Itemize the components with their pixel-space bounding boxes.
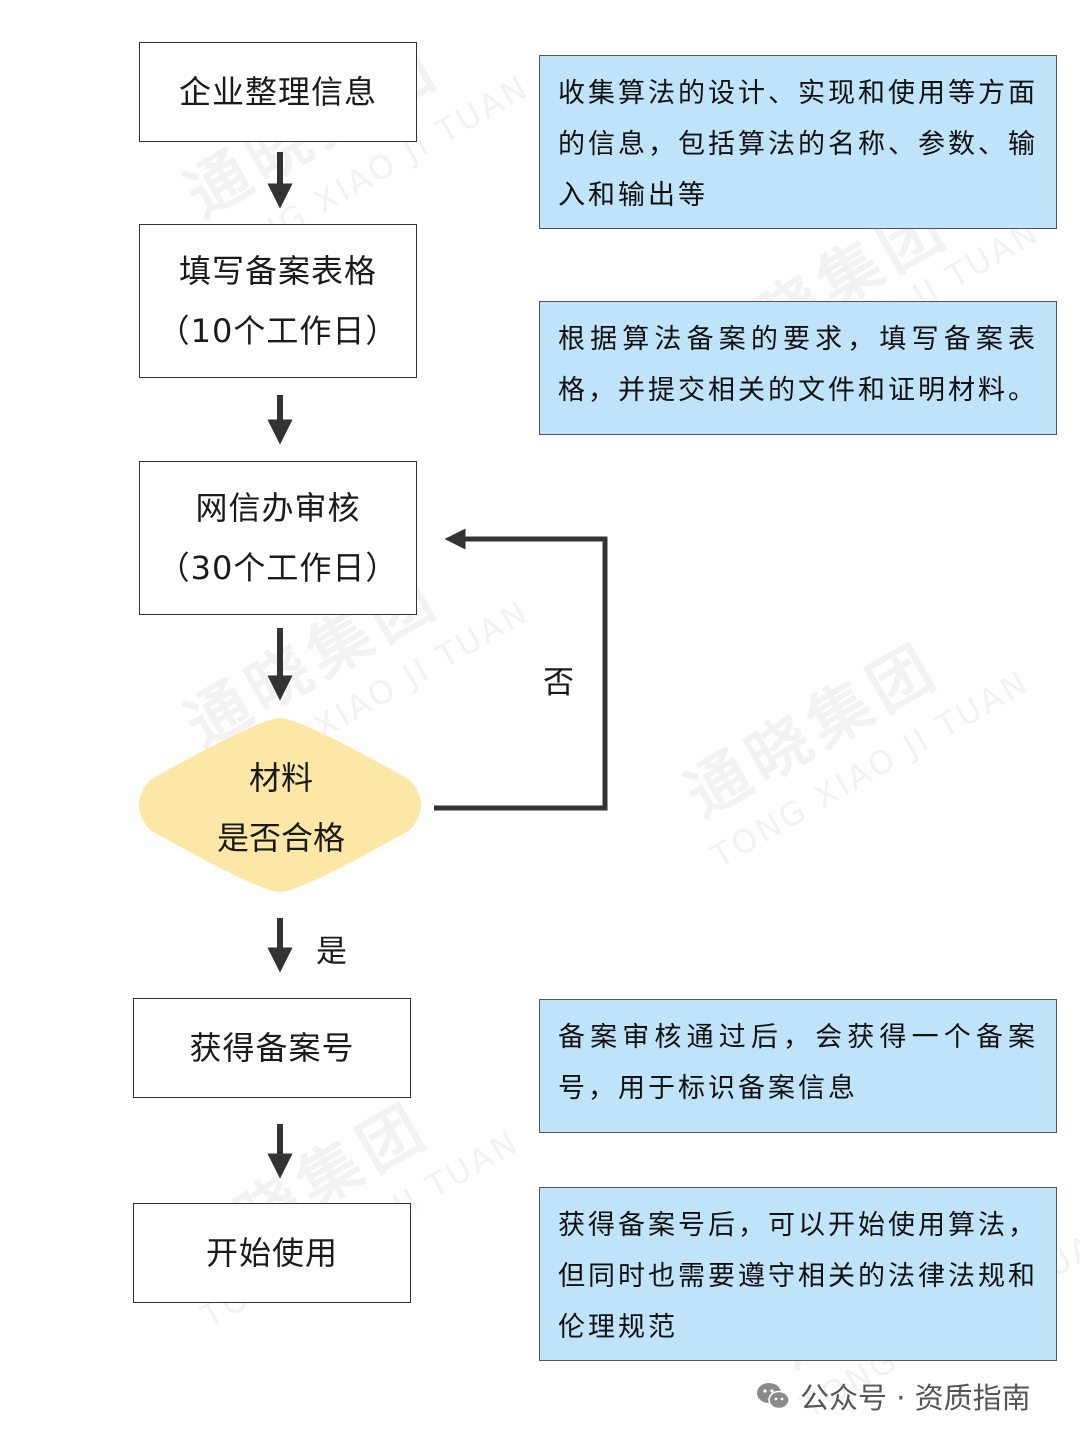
arrow-no-loop xyxy=(434,528,608,811)
step-start-label: 开始使用 xyxy=(205,1234,338,1272)
note-start-use: 获得备案号后，可以开始使用算法，但同时也需要遵守相关的法律法规和伦理规范 xyxy=(539,1187,1057,1361)
step-collect-info: 企业整理信息 xyxy=(139,42,417,142)
step-start-use: 开始使用 xyxy=(133,1203,411,1303)
step-review: 网信办审核 （30个工作日） xyxy=(139,461,417,615)
decision-diamond xyxy=(139,718,421,892)
step-obtain-label: 获得备案号 xyxy=(189,1029,355,1067)
step-collect-label: 企业整理信息 xyxy=(178,73,377,111)
step-obtain-number: 获得备案号 xyxy=(133,998,411,1098)
decision-line1: 材料 xyxy=(248,759,313,797)
decision-text: 材料 是否合格 xyxy=(150,748,412,868)
wechat-icon xyxy=(757,1383,790,1410)
no-label: 否 xyxy=(543,665,574,701)
step-fill-form: 填写备案表格 （10个工作日） xyxy=(139,224,417,378)
note-fill-form: 根据算法备案的要求，填写备案表格，并提交相关的文件和证明材料。 xyxy=(539,301,1057,435)
footer-source: 公众号 · 资质指南 xyxy=(756,1372,1031,1420)
step-fill-label: 填写备案表格 xyxy=(178,252,377,290)
footer-text: 公众号 · 资质指南 xyxy=(800,1381,1031,1415)
step-fill-duration: （10个工作日） xyxy=(157,312,399,350)
decision-line2: 是否合格 xyxy=(216,819,345,857)
step-review-duration: （30个工作日） xyxy=(157,549,399,587)
yes-label: 是 xyxy=(316,934,347,970)
note-collect-info: 收集算法的设计、实现和使用等方面的信息，包括算法的名称、参数、输入和输出等 xyxy=(539,55,1057,229)
note-obtain-number: 备案审核通过后，会获得一个备案号，用于标识备案信息 xyxy=(539,999,1057,1133)
step-review-label: 网信办审核 xyxy=(195,489,361,527)
